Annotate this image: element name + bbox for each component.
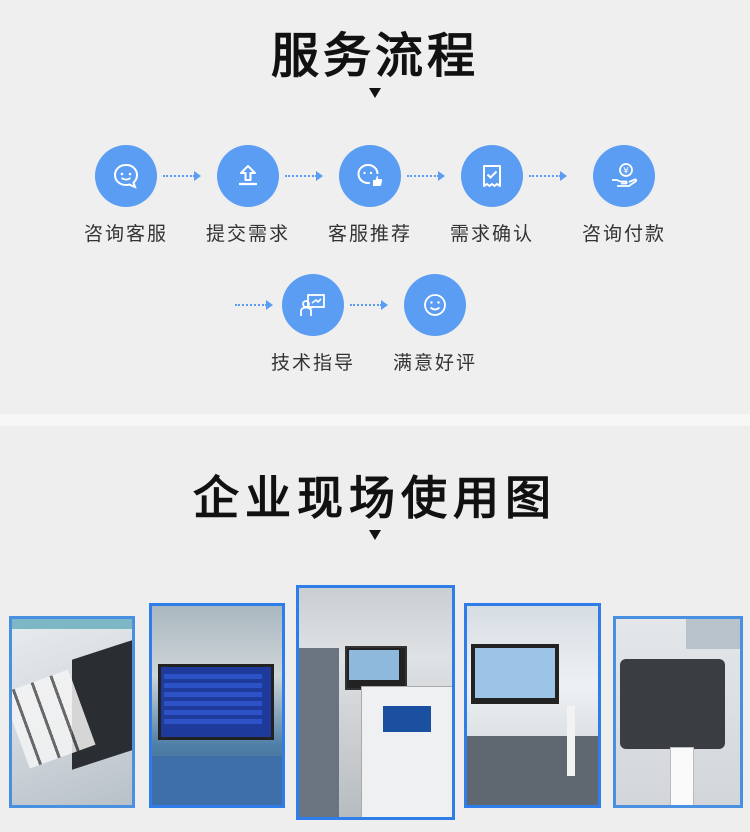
flow-arrow bbox=[285, 171, 323, 181]
step-label: 需求确认 bbox=[449, 223, 534, 245]
upload-icon bbox=[217, 145, 279, 207]
step-label: 技术指导 bbox=[270, 352, 355, 374]
recommend-icon bbox=[339, 145, 401, 207]
service-process-section: 服务流程 咨询客服 提交需求 客服推荐 需求确认 ¥ 咨询付款 bbox=[0, 0, 750, 414]
step-confirm: 需求确认 bbox=[437, 145, 547, 246]
photo-factory-monitor-screen bbox=[149, 603, 285, 808]
teaching-icon bbox=[282, 274, 344, 336]
step-label: 咨询付款 bbox=[581, 223, 666, 245]
photo-desktop-label-printer bbox=[613, 616, 743, 808]
smile-icon bbox=[404, 274, 466, 336]
step-submit: 提交需求 bbox=[193, 145, 303, 246]
step-label: 提交需求 bbox=[205, 223, 290, 245]
flow-arrow bbox=[529, 171, 567, 181]
step-label: 满意好评 bbox=[392, 352, 477, 374]
confirm-icon bbox=[461, 145, 523, 207]
step-guidance: 技术指导 bbox=[258, 274, 368, 375]
section-divider bbox=[0, 414, 750, 426]
photo-label-printer-output bbox=[9, 616, 135, 808]
chat-icon bbox=[95, 145, 157, 207]
step-label: 客服推荐 bbox=[327, 223, 412, 245]
step-label: 咨询客服 bbox=[83, 223, 168, 245]
flow-arrow bbox=[407, 171, 445, 181]
usage-title: 企业现场使用图 bbox=[193, 471, 557, 525]
photo-workstation-monitor bbox=[464, 603, 601, 808]
step-praise: 满意好评 bbox=[380, 274, 490, 375]
title-arrow-down-icon bbox=[369, 530, 381, 540]
payment-icon: ¥ bbox=[593, 145, 655, 207]
step-payment: ¥ 咨询付款 bbox=[569, 145, 679, 246]
step-recommend: 客服推荐 bbox=[315, 145, 425, 246]
service-process-title: 服务流程 bbox=[270, 28, 479, 84]
svg-text:¥: ¥ bbox=[623, 167, 629, 177]
title-arrow-down-icon bbox=[369, 88, 381, 98]
photo-industrial-machine-station bbox=[296, 585, 455, 820]
flow-arrow bbox=[235, 300, 273, 310]
flow-arrow bbox=[163, 171, 201, 181]
flow-arrow bbox=[350, 300, 388, 310]
step-consult: 咨询客服 bbox=[71, 145, 181, 246]
